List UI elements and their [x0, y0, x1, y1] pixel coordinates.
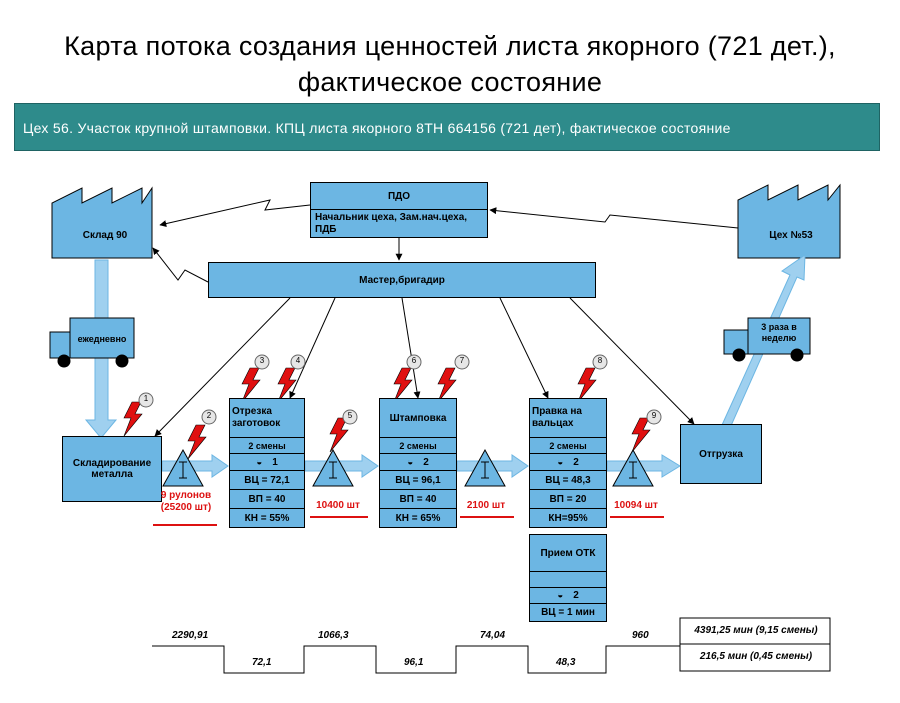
process-operators: 2 [423, 456, 429, 468]
inventory-underline-4 [610, 516, 664, 518]
supplier-factory-icon [51, 186, 153, 259]
process-operators-row: ◒2 [380, 453, 456, 470]
process-cycle-time: ВЦ = 96,1 [380, 470, 456, 489]
kaizen-burst-icon-6 [393, 367, 413, 403]
outbound-truck-icon [723, 317, 811, 362]
kaizen-burst-icon-2 [187, 424, 207, 460]
process-operators-row: ◒2 [530, 453, 606, 470]
process-uptime: КН=95% [530, 508, 606, 527]
process-cycle-time: ВЦ = 72,1 [230, 470, 304, 489]
operator-icon: ◒ [256, 456, 263, 468]
operator-icon: ◒ [407, 456, 414, 468]
inbound-truck-icon [49, 317, 135, 368]
inventory-label-2: 10400 шт [316, 500, 360, 511]
process-box-cutting: Отрезка заготовок 2 смены ◒1 ВЦ = 72,1 В… [229, 398, 305, 528]
timeline-process-1: 72,1 [252, 657, 272, 668]
process-name: Правка на вальцах [532, 406, 582, 429]
kaizen-burst-icon-3 [241, 367, 261, 403]
supplier-label: Склад 90 [82, 230, 128, 241]
process-operators: 1 [272, 456, 278, 468]
pdo-box: ПДО Начальник цеха, Зам.нач.цеха, ПДБ [310, 182, 488, 238]
process-shifts: 2 смены [380, 437, 456, 453]
process-cycle-time: ВЦ = 48,3 [530, 470, 606, 489]
kaizen-burst-icon-5 [329, 417, 349, 453]
timeline-wait-3: 74,04 [480, 630, 506, 641]
process-operators: 2 [573, 456, 579, 468]
kaizen-number-2: 2 [206, 411, 212, 420]
otk-operators: 2 [573, 590, 579, 601]
customer-factory-icon [737, 183, 841, 259]
process-name: Штамповка [389, 412, 447, 424]
operator-icon: ◒ [557, 590, 564, 601]
process-box-straightening: Правка на вальцах 2 смены ◒2 ВЦ = 48,3 В… [529, 398, 607, 528]
kaizen-burst-icon-8 [577, 367, 597, 403]
otk-name: Прием ОТК [540, 547, 596, 559]
process-box-stamping: Штамповка 2 смены ◒2 ВЦ = 96,1 ВП = 40 К… [379, 398, 457, 528]
timeline-wait-1: 2290,91 [172, 630, 209, 641]
kaizen-number-5: 5 [347, 411, 353, 420]
pdo-subtitle: Начальник цеха, Зам.нач.цеха, ПДБ [311, 209, 487, 237]
kaizen-number-8: 8 [597, 356, 603, 365]
page-title-line1: Карта потока создания ценностей листа як… [64, 31, 836, 61]
kaizen-burst-icon-9 [631, 417, 651, 453]
kaizen-burst-icon-1 [123, 401, 143, 437]
process-changeover: ВП = 40 [380, 489, 456, 508]
outbound-truck-label: 3 раза в неделю [761, 322, 797, 343]
process-changeover: ВП = 20 [530, 489, 606, 508]
process-uptime: КН = 65% [380, 508, 456, 527]
process-operators-row: ◒1 [230, 453, 304, 470]
operator-icon: ◒ [557, 456, 564, 468]
otk-operators-row: ◒2 [530, 587, 606, 603]
total-lead-time: 4391,25 мин (9,15 смены) [694, 625, 818, 636]
timeline-process-2: 96,1 [404, 657, 424, 668]
pdo-title: ПДО [387, 190, 411, 202]
kaizen-number-4: 4 [295, 356, 301, 365]
inventory-label-3: 2100 шт [466, 500, 506, 511]
inventory-underline-1 [153, 524, 217, 526]
kaizen-number-9: 9 [651, 411, 657, 420]
process-name: Отрезка заготовок [232, 406, 281, 429]
timeline-process-3: 48,3 [556, 657, 576, 668]
process-box-otk: Прием ОТК ◒2 ВЦ = 1 мин [529, 534, 607, 622]
header-banner: Цех 56. Участок крупной штамповки. КПЦ л… [14, 103, 880, 151]
timeline-ladder [152, 645, 680, 674]
customer-label: Цех №53 [769, 230, 813, 241]
process-uptime: КН = 55% [230, 508, 304, 527]
process-shifts: 2 смены [230, 437, 304, 453]
kaizen-number-1: 1 [143, 394, 149, 403]
inventory-label-1: 9 рулонов (25200 шт) [160, 490, 212, 513]
storage-box: Складирование металла [62, 436, 162, 502]
otk-empty-row [530, 571, 606, 587]
page-title-line2: фактическое состояние [297, 67, 603, 97]
inventory-label-4: 10094 шт [614, 500, 658, 511]
kaizen-burst-icon-7 [437, 367, 457, 403]
process-changeover: ВП = 40 [230, 489, 304, 508]
timeline-wait-4: 960 [632, 630, 649, 641]
kaizen-number-3: 3 [259, 356, 265, 365]
kaizen-number-6: 6 [411, 356, 417, 365]
inventory-underline-2 [310, 516, 368, 518]
otk-cycle-time: ВЦ = 1 мин [530, 603, 606, 621]
total-value-time: 216,5 мин (0,45 смены) [699, 651, 813, 662]
process-shifts: 2 смены [530, 437, 606, 453]
kaizen-number-7: 7 [459, 356, 465, 365]
master-box: Мастер,бригадир [208, 262, 596, 298]
inventory-underline-3 [460, 516, 514, 518]
timeline-wait-2: 1066,3 [318, 630, 349, 641]
inbound-truck-label: ежедневно [77, 334, 127, 344]
kaizen-burst-icon-4 [277, 367, 297, 403]
shipping-box: Отгрузка [680, 424, 762, 484]
